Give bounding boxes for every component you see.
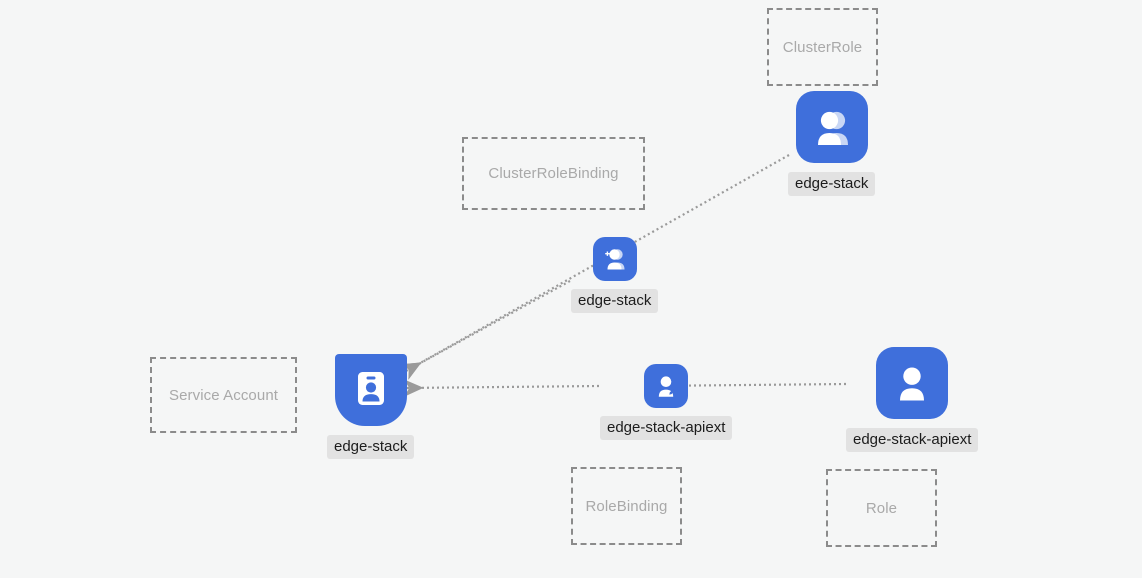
node-rolebinding[interactable]: edge-stack-apiext [600, 364, 733, 441]
group-label-clusterrole: ClusterRole [782, 38, 863, 56]
node-clusterrolebinding[interactable]: edge-stack [571, 237, 659, 314]
node-role[interactable]: edge-stack-apiext [846, 347, 979, 453]
edge-clusterrole-to-serviceaccount [399, 154, 790, 380]
id-badge-icon[interactable] [334, 354, 407, 426]
group-box-clusterrolebinding: ClusterRoleBinding [462, 137, 645, 210]
user-edit-icon[interactable] [644, 364, 689, 408]
group-label-rolebinding: RoleBinding [585, 497, 668, 515]
node-clusterrole[interactable]: edge-stack [788, 91, 876, 197]
users-group-icon[interactable] [795, 91, 868, 163]
group-box-rolebinding: RoleBinding [571, 467, 682, 545]
node-label-role: edge-stack-apiext [846, 428, 979, 453]
user-icon[interactable] [876, 347, 949, 419]
edge-clusterrolebinding-to-serviceaccount [399, 280, 571, 380]
user-add-icon[interactable] [592, 237, 637, 281]
node-label-clusterrole: edge-stack [788, 172, 876, 197]
node-label-rolebinding: edge-stack-apiext [600, 416, 733, 441]
group-label-clusterrolebinding: ClusterRoleBinding [488, 165, 619, 182]
edge-rolebinding-to-serviceaccount [403, 379, 600, 397]
group-box-clusterrole: ClusterRole [767, 8, 878, 86]
node-label-serviceaccount: edge-stack [327, 435, 415, 460]
group-box-role: Role [826, 469, 937, 547]
group-label-serviceaccount: Service Account [168, 386, 279, 404]
node-label-clusterrolebinding: edge-stack [571, 289, 659, 314]
group-box-serviceaccount: Service Account [150, 357, 297, 433]
group-label-role: Role [865, 499, 898, 517]
node-serviceaccount[interactable]: edge-stack [327, 354, 415, 460]
